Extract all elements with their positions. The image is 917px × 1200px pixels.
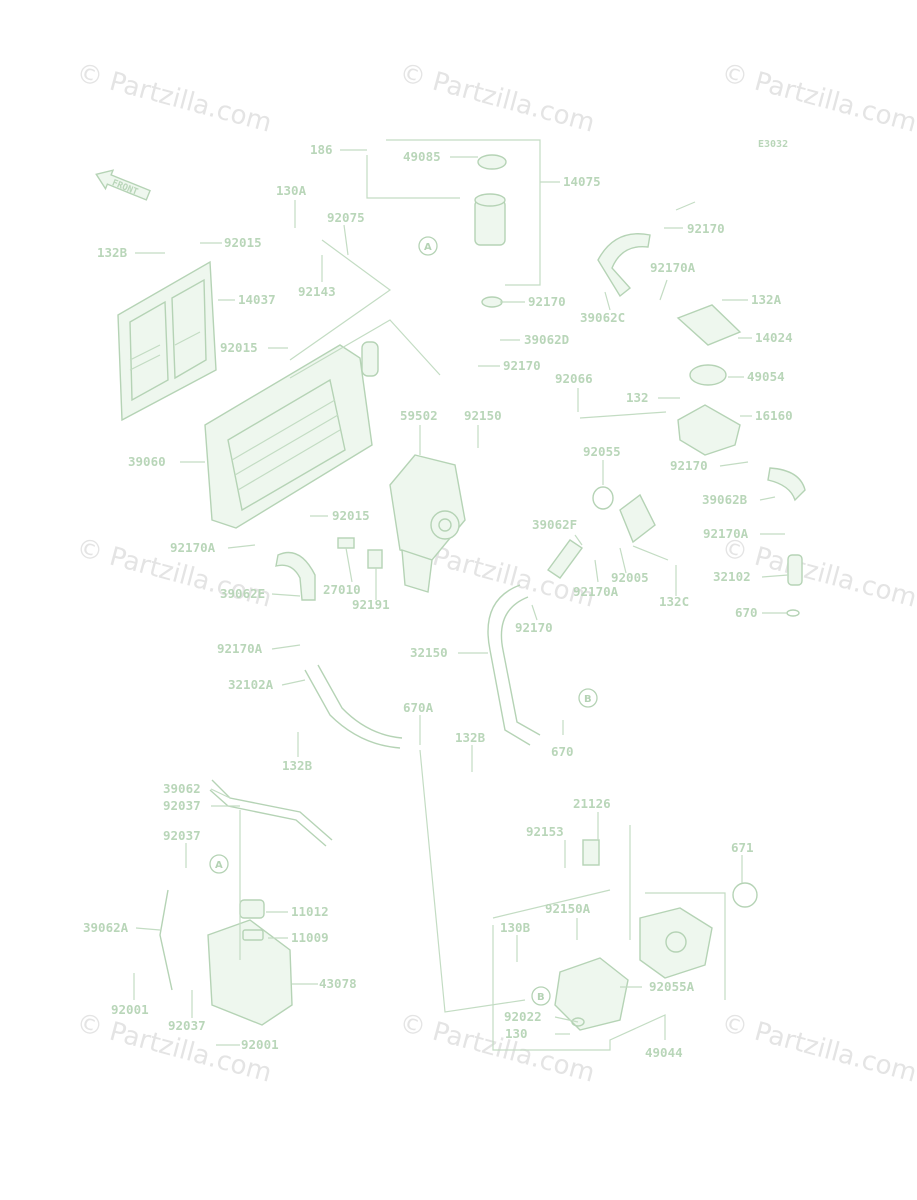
part-label: 92191 [352,597,390,612]
part-label: 92170 [687,221,725,236]
part-label: 92153 [526,824,564,839]
part-label: 43078 [319,976,357,991]
part-label: 130 [505,1026,528,1041]
diagram-code: E3032 [758,139,788,150]
front-arrow-icon: FRONT [95,169,151,201]
part-label: 132A [751,292,782,307]
part-label: 39062C [580,310,625,325]
watermark: © Partzilla.com [718,58,917,139]
part-label: 21126 [573,796,611,811]
part-label: 670 [551,744,574,759]
part-label: 32102A [228,677,274,692]
part-label: 92170A [703,526,749,541]
part-label: 32102 [713,569,751,584]
part-label: 92015 [332,508,370,523]
part-label: 130A [276,183,307,198]
part-label: 39062F [532,517,577,532]
reservoir-tank [207,899,293,1026]
part-shapes [117,154,806,1031]
part-label: 92015 [224,235,262,250]
part-label: 92170A [573,584,619,599]
part-label: 92001 [241,1037,279,1052]
part-label: 92037 [163,798,201,813]
part-label: 92170 [670,458,708,473]
part-label: 49054 [747,369,785,384]
part-label: 92170A [650,260,696,275]
part-label: 39060 [128,454,166,469]
radiator-screen [117,260,217,422]
svg-text:B: B [537,992,545,1003]
part-label: 14075 [563,174,601,189]
part-label: 27010 [323,582,361,597]
watermark: © Partzilla.com [718,1008,917,1089]
watermark: © Partzilla.com [396,58,598,139]
part-label: 92037 [168,1018,206,1033]
callout-a-top: A [418,236,438,256]
part-label: 132B [455,730,486,745]
part-label: 39062E [220,586,265,601]
part-label: 14024 [755,330,793,345]
part-label: 92022 [504,1009,542,1024]
part-label: 92170A [170,540,216,555]
part-label: 39062A [83,920,129,935]
part-label: 92170 [515,620,553,635]
part-label: 39062B [702,492,748,507]
part-label: 92037 [163,828,201,843]
part-label: 92143 [298,284,336,299]
part-label: 92055A [649,979,695,994]
callout-a-bottom: A [209,854,229,874]
part-label: 92170 [528,294,566,309]
part-label: 11012 [291,904,329,919]
callout-b-bottom: B [531,986,551,1006]
part-label: 39062D [524,332,569,347]
part-label: 671 [731,840,754,855]
part-label: 186 [310,142,333,157]
thermostat-housing [474,154,507,308]
part-label: 92150A [545,901,591,916]
svg-text:B: B [584,694,592,705]
part-label: 59502 [400,408,438,423]
part-label: 92005 [611,570,649,585]
part-label: 16160 [755,408,793,423]
part-label: 92150 [464,408,502,423]
fan [389,454,466,593]
leader-lines [133,139,789,1051]
svg-text:A: A [424,242,432,253]
part-label: 11009 [291,930,329,945]
part-label: 130B [500,920,531,935]
part-label: 32150 [410,645,448,660]
part-label: 132B [282,758,313,773]
water-pump [554,882,758,1031]
part-label: 92170A [217,641,263,656]
part-label: 132B [97,245,128,260]
part-label: 39062 [163,781,201,796]
part-label: 14037 [238,292,276,307]
part-label: 132 [626,390,649,405]
part-label: 132C [659,594,689,609]
svg-text:A: A [215,860,223,871]
part-label: 92055 [583,444,621,459]
part-label: 92066 [555,371,593,386]
part-label: 670 [735,605,758,620]
part-label: 92075 [327,210,365,225]
radiator [204,341,379,529]
part-labels: 186 49085 14075 130A 92075 132B 92015 92… [83,142,793,1060]
callout-b-mid: B [578,688,598,708]
watermark: © Partzilla.com [73,58,275,139]
part-label: 49044 [645,1045,683,1060]
part-label: 670A [403,700,434,715]
part-label: 92170 [503,358,541,373]
part-label: 92015 [220,340,258,355]
part-label: 92001 [111,1002,149,1017]
part-label: 49085 [403,149,441,164]
